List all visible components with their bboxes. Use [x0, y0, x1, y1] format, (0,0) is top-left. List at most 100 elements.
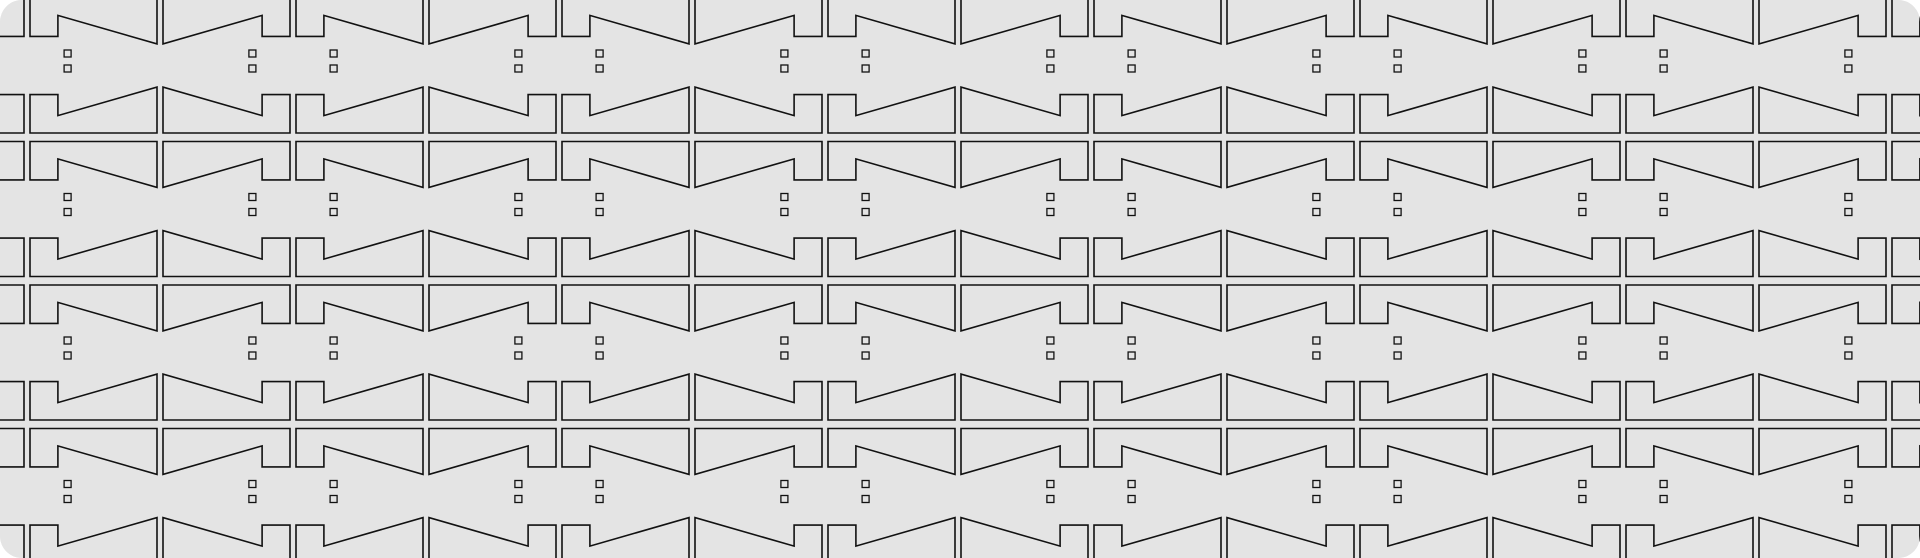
pattern-panel-shape: [295, 140, 424, 189]
rivet-hole: [861, 351, 870, 360]
rivet-hole: [248, 64, 257, 73]
pattern-panel-shape: [1226, 284, 1355, 332]
rivet-hole: [595, 351, 604, 360]
rivet-hole: [861, 479, 870, 489]
pattern-panel-shape: [1359, 373, 1488, 421]
pattern-panel-shape: [29, 86, 158, 134]
rivet-hole: [248, 494, 257, 504]
pattern-panel-shape: [1625, 284, 1754, 332]
rivet-hole: [63, 336, 72, 345]
rivet-hole: [1312, 479, 1321, 489]
rivet-hole: [595, 49, 604, 58]
pattern-panel-shape: [0, 93, 25, 134]
pattern-panel-shape: [295, 229, 424, 278]
pattern-panel-shape: [694, 0, 823, 45]
rivet-hole: [1578, 351, 1587, 360]
pattern-panel-shape: [960, 373, 1089, 421]
pattern-panel-shape: [1492, 427, 1621, 476]
rivet-hole: [248, 192, 257, 202]
rivet-hole: [1844, 64, 1853, 73]
pattern-panel-shape: [1359, 140, 1488, 189]
pattern-panel-shape: [960, 0, 1089, 45]
pattern-panel-shape: [1093, 0, 1222, 45]
pattern-panel-shape: [0, 427, 25, 468]
pattern-panel-shape: [1758, 516, 1887, 558]
rivet-hole: [595, 207, 604, 217]
pattern-panel-shape: [1226, 373, 1355, 421]
rivet-hole: [1046, 351, 1055, 360]
pattern-panel-shape: [295, 373, 424, 421]
pattern-panel-shape: [29, 427, 158, 476]
rivet-hole: [1659, 207, 1668, 217]
rivet-hole: [63, 49, 72, 58]
pattern-panel-shape: [1758, 373, 1887, 421]
rivet-hole: [329, 207, 338, 217]
rivet-hole: [248, 479, 257, 489]
pattern-panel-shape: [561, 373, 690, 421]
pattern-panel-shape: [1625, 427, 1754, 476]
rivet-hole: [1393, 494, 1402, 504]
pattern-panel-shape: [1492, 373, 1621, 421]
pattern-panel-shape: [1226, 140, 1355, 189]
rivet-hole: [861, 64, 870, 73]
pattern-panel-shape: [1492, 0, 1621, 45]
pattern-panel-shape: [428, 0, 557, 45]
rivet-hole: [1312, 64, 1321, 73]
pattern-panel-shape: [1226, 516, 1355, 558]
rivet-hole: [1312, 351, 1321, 360]
pattern-panel-shape: [162, 0, 291, 45]
pattern-panel-shape: [1359, 229, 1488, 278]
rivet-hole: [1127, 479, 1136, 489]
rivet-hole: [861, 494, 870, 504]
pattern-panel-shape: [561, 229, 690, 278]
rivet-hole: [1312, 494, 1321, 504]
rivet-hole: [1578, 49, 1587, 58]
pattern-panel-shape: [827, 86, 956, 134]
rivet-hole: [329, 192, 338, 202]
rivet-hole: [1046, 494, 1055, 504]
pattern-panel-shape: [162, 516, 291, 558]
rivet-hole: [595, 64, 604, 73]
pattern-panel-shape: [561, 516, 690, 558]
rivet-hole: [514, 64, 523, 73]
pattern-panel-shape: [295, 86, 424, 134]
pattern-panel-shape: [0, 140, 25, 181]
rivet-hole: [514, 207, 523, 217]
rivet-hole: [780, 64, 789, 73]
pattern-panel-shape: [1492, 516, 1621, 558]
pattern-panel-shape: [428, 516, 557, 558]
pattern-panel-shape: [1625, 140, 1754, 189]
rivet-hole: [63, 494, 72, 504]
rivet-hole: [63, 64, 72, 73]
rivet-hole: [1127, 351, 1136, 360]
pattern-panel-shape: [1891, 140, 1920, 181]
rivet-hole: [595, 479, 604, 489]
pattern-panel-shape: [295, 284, 424, 332]
pattern-panel-shape: [1226, 0, 1355, 45]
pattern-panel-shape: [1758, 229, 1887, 278]
pattern-panel-shape: [1093, 229, 1222, 278]
rivet-hole: [1393, 64, 1402, 73]
rivet-hole: [861, 336, 870, 345]
rivet-hole: [1127, 336, 1136, 345]
rivet-hole: [1659, 192, 1668, 202]
rivet-hole: [1659, 64, 1668, 73]
pattern-panel-shape: [827, 516, 956, 558]
pattern-panel-shape: [1625, 229, 1754, 278]
pattern-panel-shape: [162, 284, 291, 332]
pattern-panel-shape: [1625, 86, 1754, 134]
pattern-panel-shape: [29, 140, 158, 189]
pattern-panel-shape: [1758, 284, 1887, 332]
pattern-panel-shape: [1891, 93, 1920, 134]
rivet-hole: [1659, 49, 1668, 58]
pattern-panel-shape: [694, 373, 823, 421]
pattern-panel-shape: [428, 284, 557, 332]
rivet-hole: [1046, 192, 1055, 202]
rivet-hole: [248, 351, 257, 360]
pattern-panel-shape: [1625, 373, 1754, 421]
rivet-hole: [780, 351, 789, 360]
pattern-panel-shape: [827, 0, 956, 45]
pattern-panel-shape: [694, 86, 823, 134]
pattern-panel-shape: [960, 284, 1089, 332]
